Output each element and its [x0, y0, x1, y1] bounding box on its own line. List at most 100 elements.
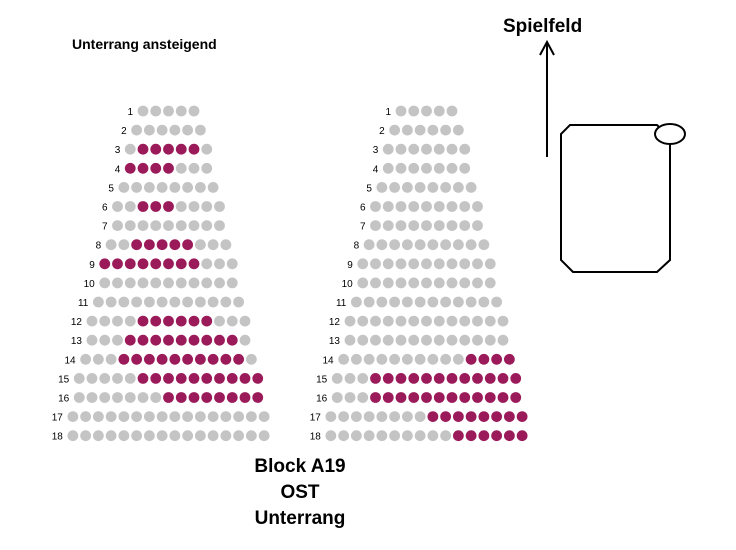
seat-taken[interactable]: [163, 201, 174, 212]
seat-available[interactable]: [112, 277, 123, 289]
seat-available[interactable]: [414, 124, 426, 136]
seat-available[interactable]: [389, 124, 401, 136]
seat-available[interactable]: [446, 334, 458, 346]
seat-taken[interactable]: [452, 411, 464, 422]
seat-available[interactable]: [169, 296, 181, 308]
seat-available[interactable]: [124, 220, 136, 232]
seat-available[interactable]: [194, 239, 206, 251]
seat-available[interactable]: [433, 162, 445, 174]
seat-available[interactable]: [401, 411, 413, 422]
seat-available[interactable]: [433, 105, 445, 117]
seat-available[interactable]: [169, 182, 181, 193]
seat-available[interactable]: [395, 201, 407, 212]
seat-available[interactable]: [433, 258, 445, 270]
seat-available[interactable]: [350, 296, 362, 308]
seat-available[interactable]: [143, 124, 155, 136]
seat-available[interactable]: [207, 239, 219, 251]
seat-available[interactable]: [472, 315, 483, 327]
seat-available[interactable]: [459, 258, 471, 270]
seat-available[interactable]: [207, 430, 219, 442]
seat-available[interactable]: [150, 220, 162, 232]
seat-available[interactable]: [382, 315, 394, 327]
seat-available[interactable]: [408, 143, 420, 155]
seat-available[interactable]: [201, 162, 213, 174]
seat-available[interactable]: [472, 201, 483, 212]
seat-available[interactable]: [389, 296, 401, 308]
seat-taken[interactable]: [472, 373, 483, 384]
seat-available[interactable]: [137, 220, 149, 232]
seat-taken[interactable]: [497, 392, 509, 403]
seat-available[interactable]: [182, 411, 194, 422]
seat-available[interactable]: [357, 373, 369, 384]
seat-taken[interactable]: [150, 143, 162, 155]
seat-available[interactable]: [459, 143, 471, 155]
seat-taken[interactable]: [188, 334, 200, 346]
seat-taken[interactable]: [465, 353, 477, 365]
seat-available[interactable]: [156, 182, 168, 193]
seat-available[interactable]: [156, 430, 168, 442]
seat-available[interactable]: [80, 411, 92, 422]
seat-available[interactable]: [188, 277, 200, 289]
seat-available[interactable]: [389, 239, 401, 251]
seat-available[interactable]: [414, 411, 426, 422]
seat-available[interactable]: [459, 334, 471, 346]
seat-available[interactable]: [446, 220, 458, 232]
seat-available[interactable]: [421, 220, 432, 232]
seat-available[interactable]: [201, 143, 213, 155]
seat-available[interactable]: [350, 430, 362, 442]
seat-available[interactable]: [112, 334, 123, 346]
seat-taken[interactable]: [118, 353, 130, 365]
seat-available[interactable]: [214, 258, 225, 270]
seat-taken[interactable]: [163, 162, 174, 174]
seat-available[interactable]: [478, 296, 490, 308]
seat-taken[interactable]: [175, 315, 187, 327]
seat-available[interactable]: [459, 277, 471, 289]
seat-taken[interactable]: [408, 373, 420, 384]
seat-taken[interactable]: [510, 373, 522, 384]
seat-available[interactable]: [382, 258, 394, 270]
seat-taken[interactable]: [131, 353, 143, 365]
seat-available[interactable]: [175, 201, 187, 212]
seat-available[interactable]: [118, 239, 130, 251]
seat-available[interactable]: [99, 392, 111, 403]
seat-available[interactable]: [331, 392, 343, 403]
seat-available[interactable]: [440, 353, 452, 365]
seat-available[interactable]: [182, 430, 194, 442]
seat-taken[interactable]: [440, 411, 452, 422]
seat-taken[interactable]: [252, 373, 264, 384]
seat-taken[interactable]: [214, 334, 225, 346]
seat-available[interactable]: [408, 220, 420, 232]
seat-available[interactable]: [376, 411, 388, 422]
seat-taken[interactable]: [516, 411, 528, 422]
seat-available[interactable]: [163, 277, 174, 289]
seat-taken[interactable]: [201, 392, 213, 403]
seat-available[interactable]: [124, 277, 136, 289]
seat-available[interactable]: [201, 201, 213, 212]
seat-available[interactable]: [124, 143, 136, 155]
seat-taken[interactable]: [427, 411, 439, 422]
seat-available[interactable]: [92, 353, 104, 365]
seat-available[interactable]: [169, 430, 181, 442]
seat-available[interactable]: [357, 277, 369, 289]
seat-taken[interactable]: [239, 373, 251, 384]
seat-available[interactable]: [370, 277, 381, 289]
seat-taken[interactable]: [226, 334, 238, 346]
seat-available[interactable]: [452, 353, 464, 365]
seat-available[interactable]: [446, 143, 458, 155]
seat-available[interactable]: [194, 430, 206, 442]
seat-available[interactable]: [357, 315, 369, 327]
seat-available[interactable]: [163, 220, 174, 232]
seat-available[interactable]: [401, 182, 413, 193]
seat-available[interactable]: [112, 315, 123, 327]
seat-available[interactable]: [395, 143, 407, 155]
seat-available[interactable]: [395, 258, 407, 270]
seat-taken[interactable]: [150, 373, 162, 384]
seat-taken[interactable]: [220, 353, 232, 365]
seat-taken[interactable]: [194, 353, 206, 365]
seat-available[interactable]: [137, 392, 149, 403]
seat-taken[interactable]: [143, 239, 155, 251]
seat-taken[interactable]: [137, 201, 149, 212]
seat-available[interactable]: [344, 315, 356, 327]
seat-available[interactable]: [112, 220, 123, 232]
seat-taken[interactable]: [188, 373, 200, 384]
